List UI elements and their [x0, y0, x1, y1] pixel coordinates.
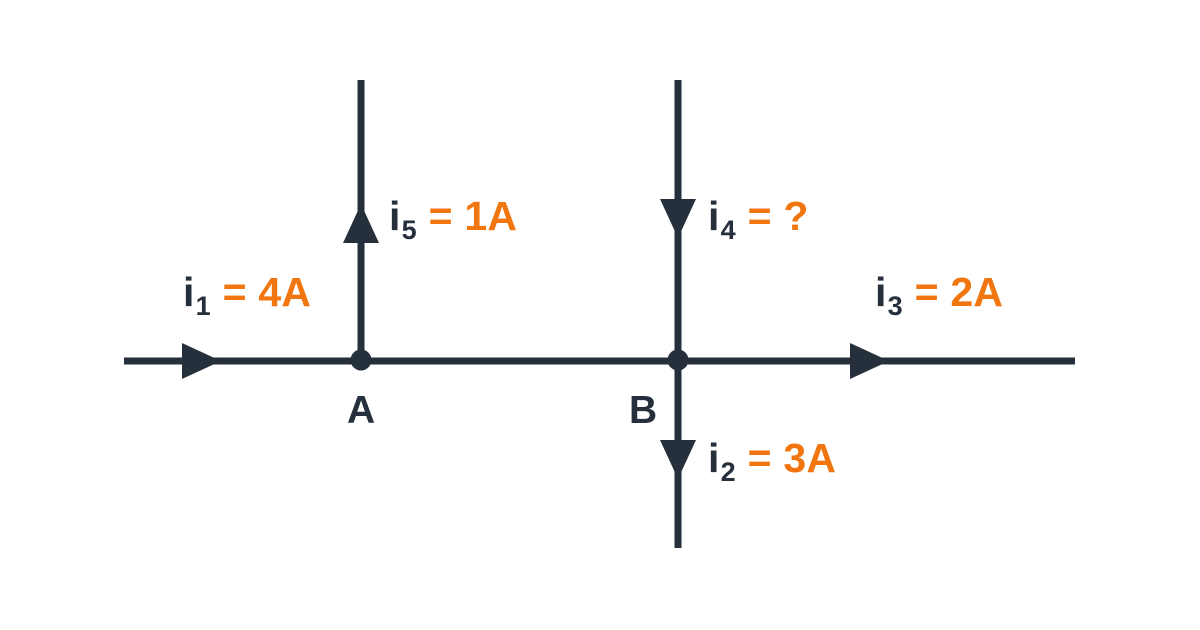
node-label-a: A [347, 389, 376, 432]
current-subscript-i1: 1 [195, 291, 211, 321]
current-value-i3: = 2A [914, 269, 1004, 315]
current-label-i4: i4 = ? [708, 193, 809, 244]
current-label-i3: i3 = 2A [875, 269, 1004, 320]
current-value-i1: = 4A [222, 269, 312, 315]
current-subscript-i3: 3 [887, 291, 903, 321]
current-value-i2: = 3A [747, 435, 837, 481]
node-label-b: B [629, 389, 658, 432]
current-value-i5: = 1A [428, 193, 518, 239]
current-symbol-i1: i [183, 269, 195, 315]
arrowhead-i5-up [343, 204, 379, 243]
current-symbol-i5: i [389, 193, 401, 239]
current-subscript-i2: 2 [720, 457, 736, 487]
current-symbol-i2: i [708, 435, 720, 481]
current-symbol-i3: i [875, 269, 887, 315]
junction-node-a-dot [350, 349, 372, 371]
current-subscript-i4: 4 [720, 215, 736, 245]
arrowhead-i4-down [660, 199, 696, 238]
current-label-i2: i2 = 3A [708, 435, 837, 486]
junction-node-b-dot [667, 349, 689, 371]
current-subscript-i5: 5 [401, 215, 417, 245]
current-label-i1: i1 = 4A [183, 269, 312, 320]
current-label-i5: i5 = 1A [389, 193, 518, 244]
arrowhead-i3-right [850, 343, 889, 379]
current-value-i4: = ? [747, 193, 809, 239]
arrowhead-i2-down [660, 440, 696, 479]
arrowhead-i1-right [182, 343, 221, 379]
current-symbol-i4: i [708, 193, 720, 239]
